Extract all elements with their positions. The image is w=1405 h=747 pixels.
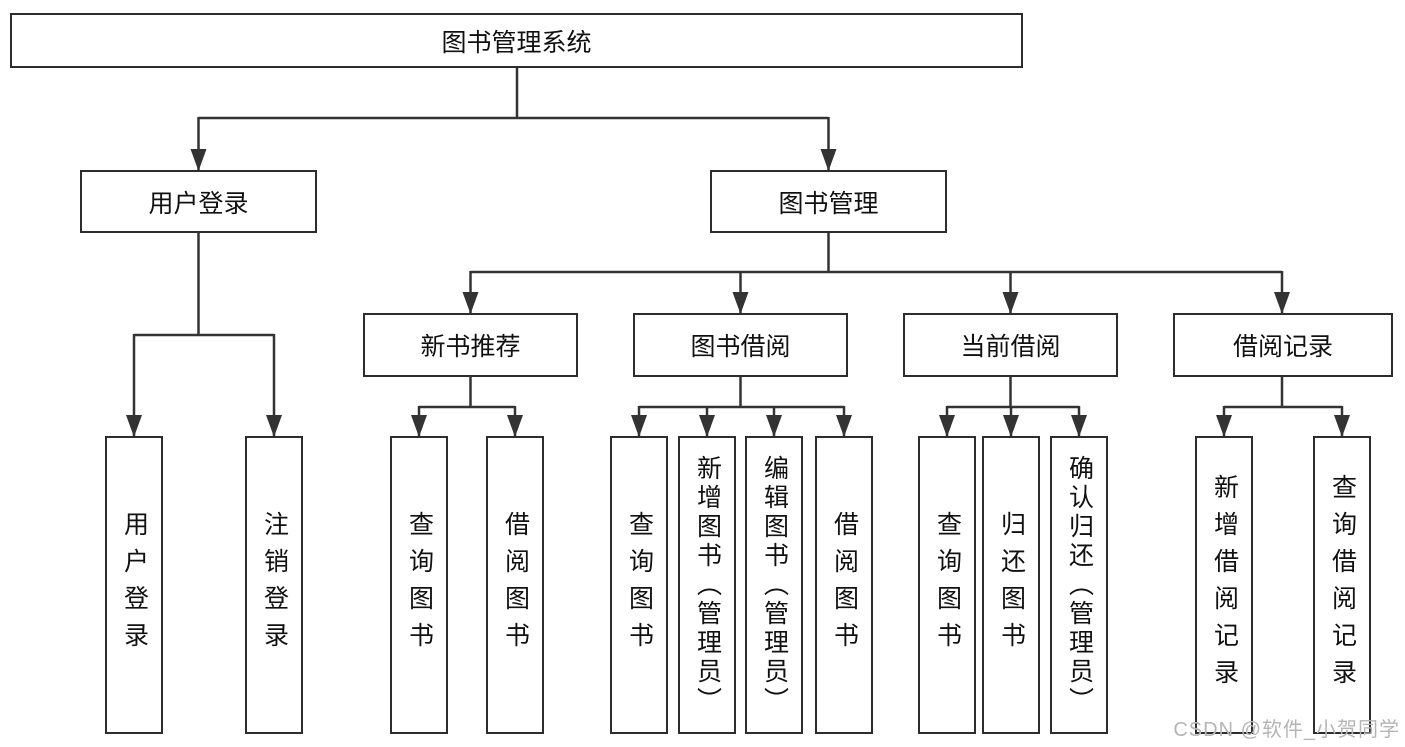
node-label: 图书借阅 — [690, 333, 791, 361]
leaf-label: 确认归还（管理员） — [1065, 454, 1094, 716]
node-label: 借阅记录 — [1232, 333, 1333, 361]
leaf-borrow-book: 借阅图书 — [815, 436, 873, 734]
node-root: 图书管理系统 — [10, 13, 1023, 68]
leaf-label: 用户登录 — [120, 511, 149, 659]
leaf-confirm-return-admin: 确认归还（管理员） — [1050, 436, 1108, 734]
node-user-login: 用户登录 — [80, 170, 317, 233]
connector-root-rail — [198, 68, 829, 120]
leaf-label: 编辑图书（管理员） — [760, 454, 789, 716]
connector-branch3-rail — [1224, 377, 1342, 409]
node-label: 新书推荐 — [420, 333, 521, 361]
leaf-label: 注销登录 — [260, 511, 289, 659]
leaf-return-book: 归还图书 — [982, 436, 1040, 734]
leaf-add-book-admin: 新增图书（管理员） — [678, 436, 736, 734]
leaf-query-book: 查询图书 — [610, 436, 668, 734]
leaf-borrow-book: 借阅图书 — [486, 436, 544, 734]
connector-branch0-rail — [419, 377, 515, 409]
leaf-label: 查询图书 — [625, 511, 654, 659]
leaf-logout: 注销登录 — [245, 436, 303, 734]
leaf-add-borrow-record: 新增借阅记录 — [1195, 436, 1253, 734]
node-book-mgmt: 图书管理 — [710, 170, 947, 233]
node-new-book-recommend: 新书推荐 — [363, 313, 578, 377]
node-current-borrow: 当前借阅 — [903, 313, 1118, 377]
leaf-label: 查询借阅记录 — [1328, 474, 1357, 696]
node-book-mgmt-label: 图书管理 — [778, 189, 879, 218]
leaf-label: 借阅图书 — [830, 511, 859, 659]
connector-user-login-rail — [134, 233, 274, 337]
leaf-label: 查询图书 — [405, 511, 434, 659]
leaf-query-book: 查询图书 — [918, 436, 976, 734]
node-book-borrow: 图书借阅 — [633, 313, 848, 377]
leaf-edit-book-admin: 编辑图书（管理员） — [745, 436, 803, 734]
leaf-query-book: 查询图书 — [390, 436, 448, 734]
leaf-label: 新增图书（管理员） — [693, 454, 722, 716]
leaf-label: 新增借阅记录 — [1210, 474, 1239, 696]
connector-book-mgmt-rail — [470, 233, 1282, 274]
connector-branch1-rail — [639, 377, 844, 409]
leaf-label: 查询图书 — [933, 511, 962, 659]
leaf-user-login: 用户登录 — [105, 436, 163, 734]
leaf-label: 借阅图书 — [501, 511, 530, 659]
leaf-label: 归还图书 — [997, 511, 1026, 659]
node-label: 当前借阅 — [960, 333, 1061, 361]
leaf-query-borrow-record: 查询借阅记录 — [1313, 436, 1371, 734]
watermark: CSDN @软件_小贺同学 — [1173, 719, 1400, 741]
node-root-label: 图书管理系统 — [441, 28, 592, 57]
node-user-login-label: 用户登录 — [148, 189, 249, 218]
connector-branch2-rail — [947, 377, 1079, 409]
node-borrow-record: 借阅记录 — [1173, 313, 1393, 377]
